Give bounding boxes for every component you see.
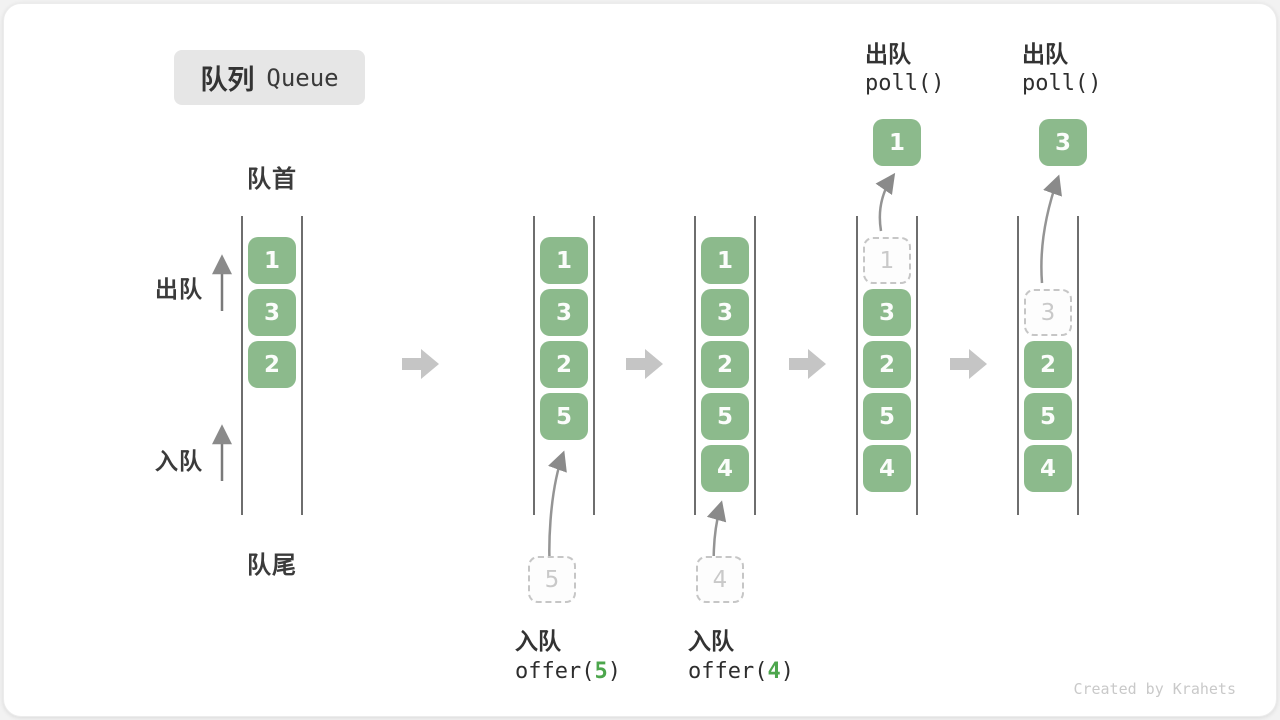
- state-arrow-4: [950, 349, 987, 379]
- state-arrow-1: [402, 349, 439, 379]
- queue-5-dequeued-ghost: 3: [1024, 289, 1072, 336]
- queue-1-right-rail: [301, 216, 303, 515]
- title-en: Queue: [266, 63, 339, 92]
- queue-3-element: 1: [701, 237, 749, 284]
- queue-3-incoming-ghost: 4: [696, 556, 744, 603]
- queue-4-left-rail: [856, 216, 858, 515]
- queue-3-element: 5: [701, 393, 749, 440]
- code-suffix: ): [780, 659, 794, 684]
- watermark: Created by Krahets: [1073, 680, 1236, 698]
- code-suffix: ): [607, 659, 621, 684]
- queue-5-right-rail: [1077, 216, 1079, 515]
- queue-4-polled-element: 1: [873, 119, 921, 166]
- enqueue-4-code: offer(4): [688, 659, 794, 684]
- dequeue-side-label: 出队: [155, 276, 203, 302]
- queue-3-element: 2: [701, 341, 749, 388]
- queue-2-element: 1: [540, 237, 588, 284]
- queue-4-element: 3: [863, 289, 911, 336]
- title-box: 队列 Queue: [174, 50, 365, 105]
- queue-2-element: 2: [540, 341, 588, 388]
- dequeue-3-label: 出队: [1022, 41, 1068, 67]
- queue-rear-label: 队尾: [247, 552, 297, 579]
- queue-2-incoming-ghost: 5: [528, 556, 576, 603]
- queue-3-element: 3: [701, 289, 749, 336]
- dequeue-1-arrow: [875, 172, 896, 232]
- queue-4-element: 5: [863, 393, 911, 440]
- queue-4-element: 2: [863, 341, 911, 388]
- queue-4-dequeued-ghost: 1: [863, 237, 911, 284]
- enqueue-side-label: 入队: [155, 448, 203, 474]
- code-prefix: offer(: [688, 659, 768, 684]
- dequeue-3-arrow: [1040, 174, 1062, 284]
- queue-2-element: 5: [540, 393, 588, 440]
- queue-1-element: 3: [248, 289, 296, 336]
- dequeue-3-code: poll(): [1022, 71, 1102, 96]
- queue-5-element: 4: [1024, 445, 1072, 492]
- state-arrow-2: [626, 349, 663, 379]
- dequeue-1-code: poll(): [865, 71, 945, 96]
- queue-3-left-rail: [694, 216, 696, 515]
- queue-3-right-rail: [754, 216, 756, 515]
- code-prefix: offer(: [515, 659, 595, 684]
- code-arg: 4: [767, 659, 781, 684]
- arrows-layer: [212, 172, 1062, 603]
- queue-5-element: 5: [1024, 393, 1072, 440]
- queue-3-element: 4: [701, 445, 749, 492]
- queue-5-element: 2: [1024, 341, 1072, 388]
- enqueue-4-label: 入队: [688, 628, 734, 654]
- queue-4-right-rail: [916, 216, 918, 515]
- queue-5-left-rail: [1017, 216, 1019, 515]
- queue-1-element: 2: [248, 341, 296, 388]
- queue-front-label: 队首: [247, 166, 297, 193]
- queue-5-polled-element: 3: [1039, 119, 1087, 166]
- queue-4-element: 4: [863, 445, 911, 492]
- enqueue-5-label: 入队: [515, 628, 561, 654]
- queue-2-right-rail: [593, 216, 595, 515]
- queue-1-element: 1: [248, 237, 296, 284]
- code-arg: 5: [594, 659, 608, 684]
- queue-1-left-rail: [241, 216, 243, 515]
- title-zh: 队列: [200, 65, 255, 95]
- queue-2-left-rail: [533, 216, 535, 515]
- enqueue-5-code: offer(5): [515, 659, 621, 684]
- dequeue-1-label: 出队: [865, 41, 911, 67]
- diagram-card: 队列 Queue 队首 队尾 出队 入队 1 3 2 1 3 2 5 5 1 3…: [3, 3, 1277, 717]
- queue-2-element: 3: [540, 289, 588, 336]
- state-arrow-3: [789, 349, 826, 379]
